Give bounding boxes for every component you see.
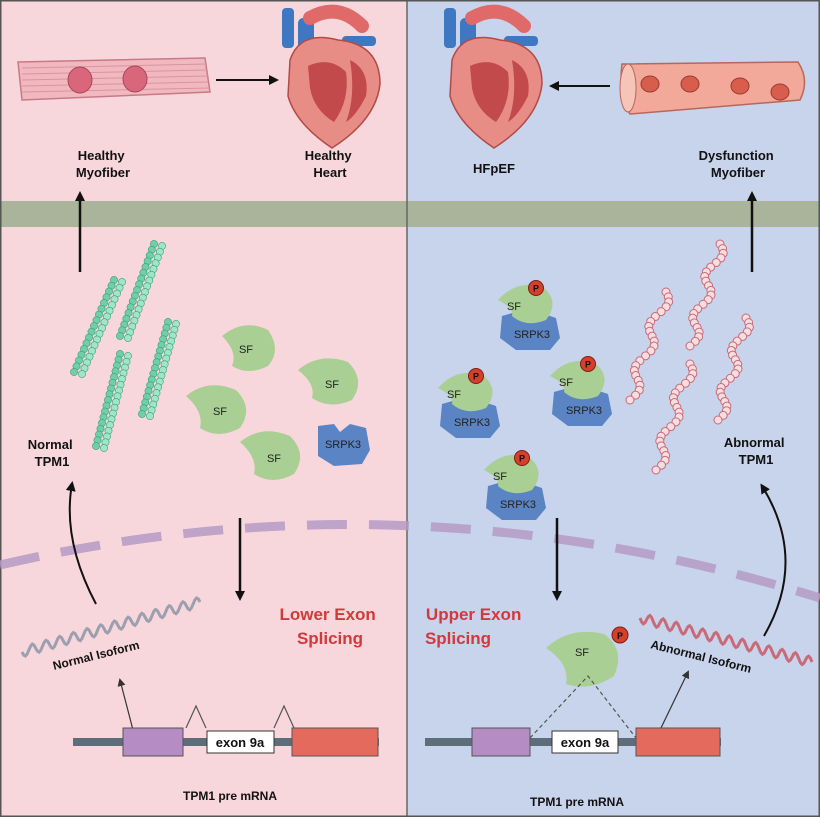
pre-mrna-label-left: TPM1 pre mRNA [183, 789, 277, 803]
sf-srpk3-complex: SF SRPK3 P [498, 280, 560, 350]
normal-tpm1-label: Normal TPM1 [28, 437, 76, 469]
srpk3-label: SRPK3 [454, 417, 490, 429]
phospho-label: P [585, 360, 591, 370]
phospho-badge [528, 280, 544, 296]
phospho-badge [580, 356, 596, 372]
svg-text:SF: SF [239, 344, 253, 356]
dysfunction-myofiber-icon [619, 61, 806, 115]
sf-label: SF [507, 301, 521, 313]
sf-srpk3-complex: SF SRPK3 P [550, 356, 612, 426]
svg-text:exon 9a: exon 9a [216, 735, 265, 750]
phospho-label: P [533, 284, 539, 294]
srpk3-label: SRPK3 [500, 499, 536, 511]
phospho-badge [468, 368, 484, 384]
tpm1-gene-left: exon 9a [73, 704, 379, 757]
lower-exon-splicing-label: Lower Exon Splicing [279, 605, 380, 648]
sf-label: SF [447, 389, 461, 401]
srpk3-label: SRPK3 [514, 329, 550, 341]
healthy-heart-icon [282, 4, 381, 149]
svg-text:SRPK3: SRPK3 [325, 439, 361, 451]
svg-text:SF: SF [213, 406, 227, 418]
hfpef-heart-icon [444, 4, 543, 149]
healthy-myofiber-icon [17, 57, 211, 101]
svg-text:P: P [617, 631, 623, 641]
splicing-factor: SF [222, 325, 275, 371]
normal-isoform-wave [20, 596, 202, 658]
srpk3-label: SRPK3 [566, 405, 602, 417]
srpk3-kinase: SRPK3 [318, 424, 370, 466]
hfpef-label: HFpEF [473, 161, 515, 176]
splicing-factor: SF [186, 385, 247, 434]
nuclear-membrane [0, 520, 820, 603]
abnormal-isoform-wave [638, 613, 814, 667]
pre-mrna-label-right: TPM1 pre mRNA [530, 795, 624, 809]
dysfunction-myofiber-label: Dysfunction Myofiber [699, 148, 778, 180]
sf-srpk3-complex: SF SRPK3 P [438, 368, 500, 438]
healthy-myofiber-label: Healthy Myofiber [76, 148, 130, 180]
abnormal-tpm1-label: Abnormal TPM1 [724, 435, 788, 467]
svg-text:SF: SF [575, 647, 589, 659]
phospho-label: P [473, 372, 479, 382]
membrane-band [0, 201, 820, 227]
splicing-factor: SF [240, 431, 301, 480]
normal-tpm1-filaments [70, 240, 180, 452]
tpm1-gene-right: exon 9a [425, 727, 721, 757]
abnormal-tpm1-filaments [625, 239, 754, 475]
phospho-label: P [519, 454, 525, 464]
upper-exon-splicing-label: Upper Exon Splicing [425, 605, 526, 648]
sf-label: SF [559, 377, 573, 389]
splicing-factor: SF [298, 358, 359, 405]
phospho-badge [514, 450, 530, 466]
healthy-heart-label: Healthy Heart [305, 148, 356, 180]
svg-text:exon 9a: exon 9a [561, 735, 610, 750]
svg-text:SF: SF [325, 379, 339, 391]
sf-label: SF [493, 471, 507, 483]
sf-srpk3-complex: SF SRPK3 P [484, 450, 546, 520]
phosphorylated-splicing-factor: SF P [546, 626, 629, 687]
svg-text:SF: SF [267, 453, 281, 465]
